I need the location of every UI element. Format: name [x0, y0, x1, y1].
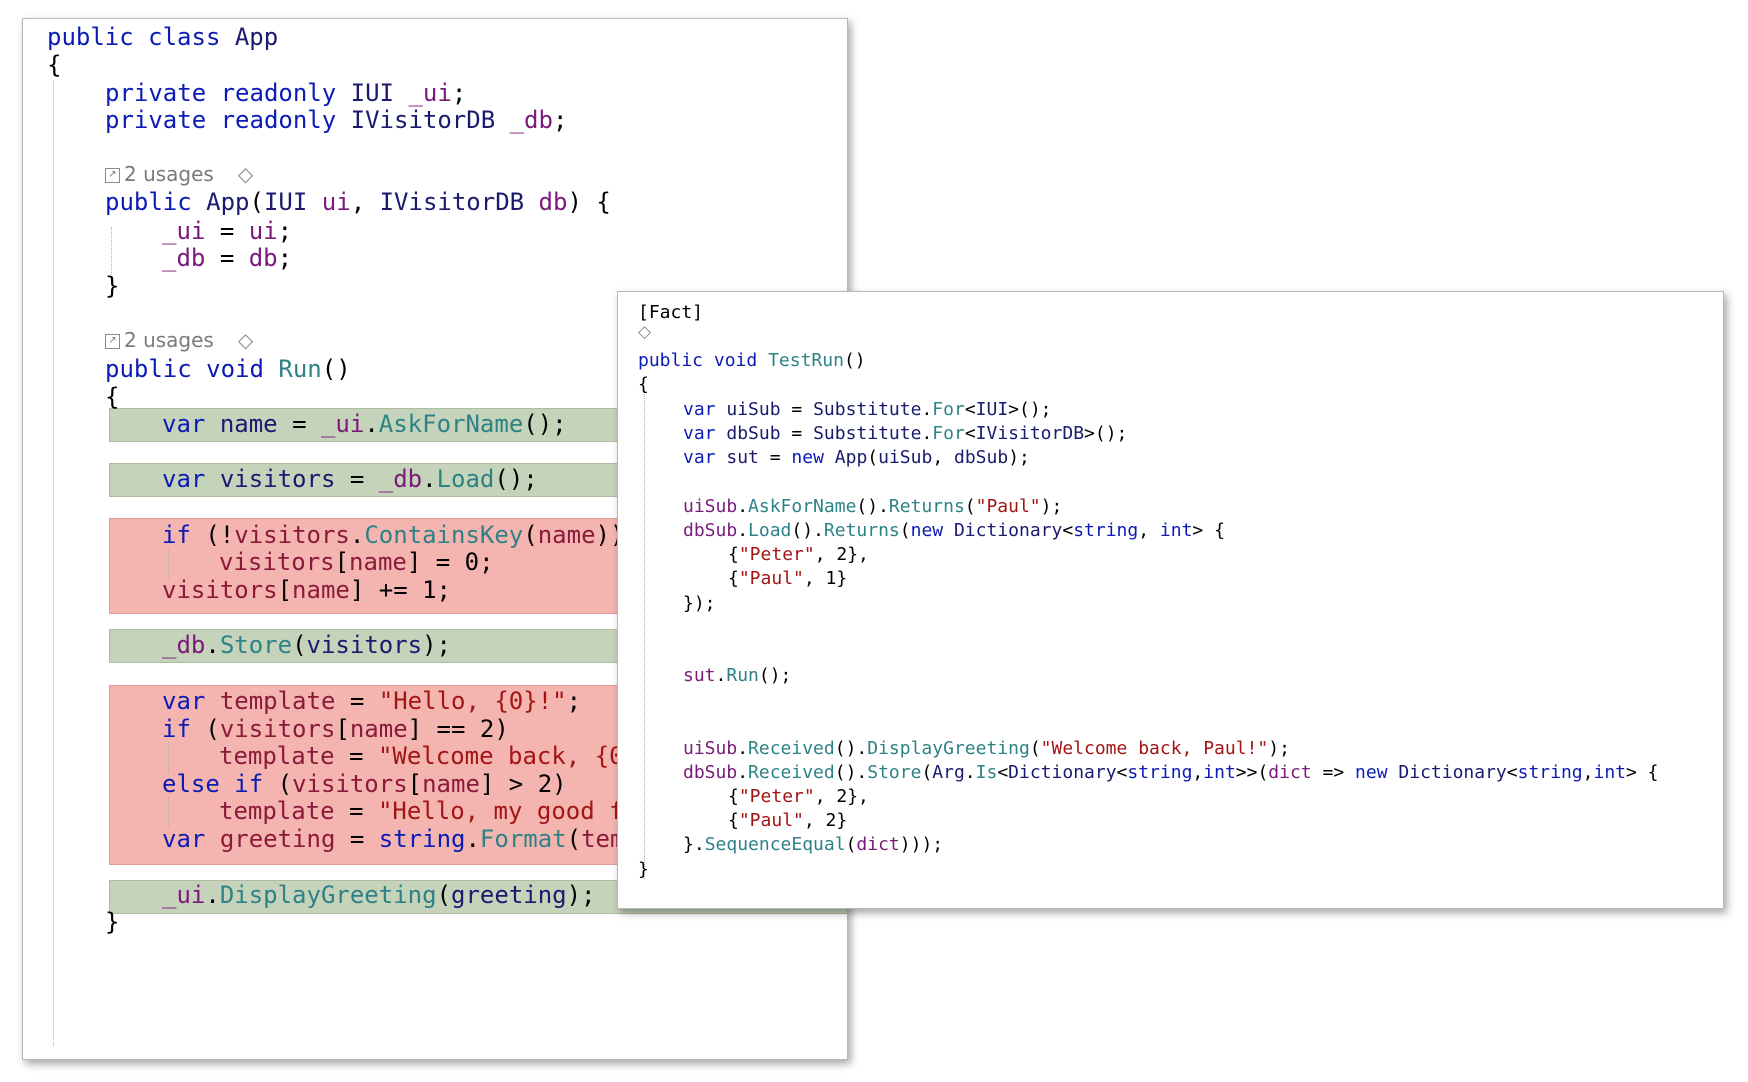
expected-paul-line: {"Paul", 2} [728, 810, 848, 831]
ctor-assign-db: _db = db; [162, 244, 293, 272]
constructor-line: public App(IUI ui, IVisitorDB db) { [105, 188, 611, 216]
codelens-usages-icon: ↗ [105, 334, 120, 349]
codelens-diamond-icon[interactable]: ◇ [237, 162, 254, 186]
test-method-line: public void TestRun() [638, 350, 866, 371]
test-diamond-icon[interactable]: ◇ [638, 322, 652, 342]
brace: } [105, 908, 120, 936]
field-db-line: private readonly IVisitorDB _db; [105, 106, 568, 134]
sut-line: var sut = new App(uiSub, dbSub); [683, 447, 1030, 468]
brace: { [47, 51, 62, 79]
indent-guide [168, 797, 169, 827]
indent-guide [111, 227, 112, 281]
indent-guide [168, 549, 169, 579]
dict-peter-line: {"Peter", 2}, [728, 544, 869, 565]
indent-guide [168, 743, 169, 773]
store-line: _db.Store(visitors); [162, 631, 452, 659]
dict-close: }); [683, 593, 716, 614]
increment-line: visitors[name] += 1; [162, 576, 451, 604]
test-marker-line: ◇ [618, 322, 1723, 342]
returns-dict-line: dbSub.Load().Returns(new Dictionary<stri… [683, 520, 1225, 541]
sut-run-line: sut.Run(); [683, 665, 792, 686]
codelens-usages-run[interactable]: ↗ 2 usages ◇ [105, 327, 253, 353]
usages-label: 2 usages [124, 328, 214, 352]
class-declaration-line: public class public class AppApp [47, 23, 279, 51]
brace: } [638, 859, 649, 880]
dbsub-line: var dbSub = Substitute.For<IVisitorDB>()… [683, 423, 1128, 444]
if-two-line: if (visitors[name] == 2) [162, 715, 509, 743]
brace: { [105, 383, 120, 411]
received-store-line: dbSub.Received().Store(Arg.Is<Dictionary… [683, 762, 1659, 783]
uisub-line: var uiSub = Substitute.For<IUI>(); [683, 399, 1052, 420]
ask-name-line: var name = _ui.AskForName(); [162, 410, 567, 438]
received-greeting-line: uiSub.Received().DisplayGreeting("Welcom… [683, 738, 1290, 759]
ctor-assign-ui: _ui = ui; [162, 217, 293, 245]
dict-paul-line: {"Paul", 1} [728, 568, 848, 589]
display-greeting-line: _ui.DisplayGreeting(greeting); [162, 881, 596, 909]
indent-guide [53, 81, 54, 1046]
usages-label: 2 usages [124, 162, 214, 186]
fact-attribute-line: [Fact] [618, 301, 1723, 326]
class-open-brace: { [23, 50, 847, 81]
else-if-line: else if (visitors[name] > 2) [162, 770, 567, 798]
run-open-brace: { [23, 382, 847, 413]
run-method-line: public void Run() [105, 355, 351, 383]
codelens-diamond-icon[interactable]: ◇ [237, 328, 254, 352]
codelens-usages-ctor[interactable]: ↗ 2 usages ◇ [105, 161, 253, 187]
brace: } [105, 272, 120, 300]
fact-attribute: [Fact] [638, 302, 704, 323]
field-ui-line: private readonly IUI _ui; [105, 79, 467, 107]
template-line: var template = "Hello, {0}!"; [162, 687, 582, 715]
indent-guide [644, 389, 645, 879]
if-contains-line: if (!visitors.ContainsKey(name)) [162, 521, 625, 549]
returns-paul-line: uiSub.AskForName().Returns("Paul"); [683, 496, 1063, 517]
codelens-usages-icon: ↗ [105, 168, 120, 183]
test-close-brace: } [618, 858, 1723, 883]
set-zero-line: visitors[name] = 0; [219, 548, 494, 576]
brace: { [638, 374, 649, 395]
load-line: var visitors = _db.Load(); [162, 465, 538, 493]
run-close-brace: } [23, 907, 847, 938]
test-code-editor[interactable]: [Fact] ◇ public void TestRun() { var uiS… [617, 291, 1724, 909]
expected-peter-line: {"Peter", 2}, [728, 786, 869, 807]
dict-close-line: }); [618, 592, 1723, 617]
test-open-brace: { [618, 373, 1723, 398]
sequence-equal-line: }.SequenceEqual(dict))); [683, 834, 944, 855]
ctor-close-brace: } [23, 271, 847, 302]
